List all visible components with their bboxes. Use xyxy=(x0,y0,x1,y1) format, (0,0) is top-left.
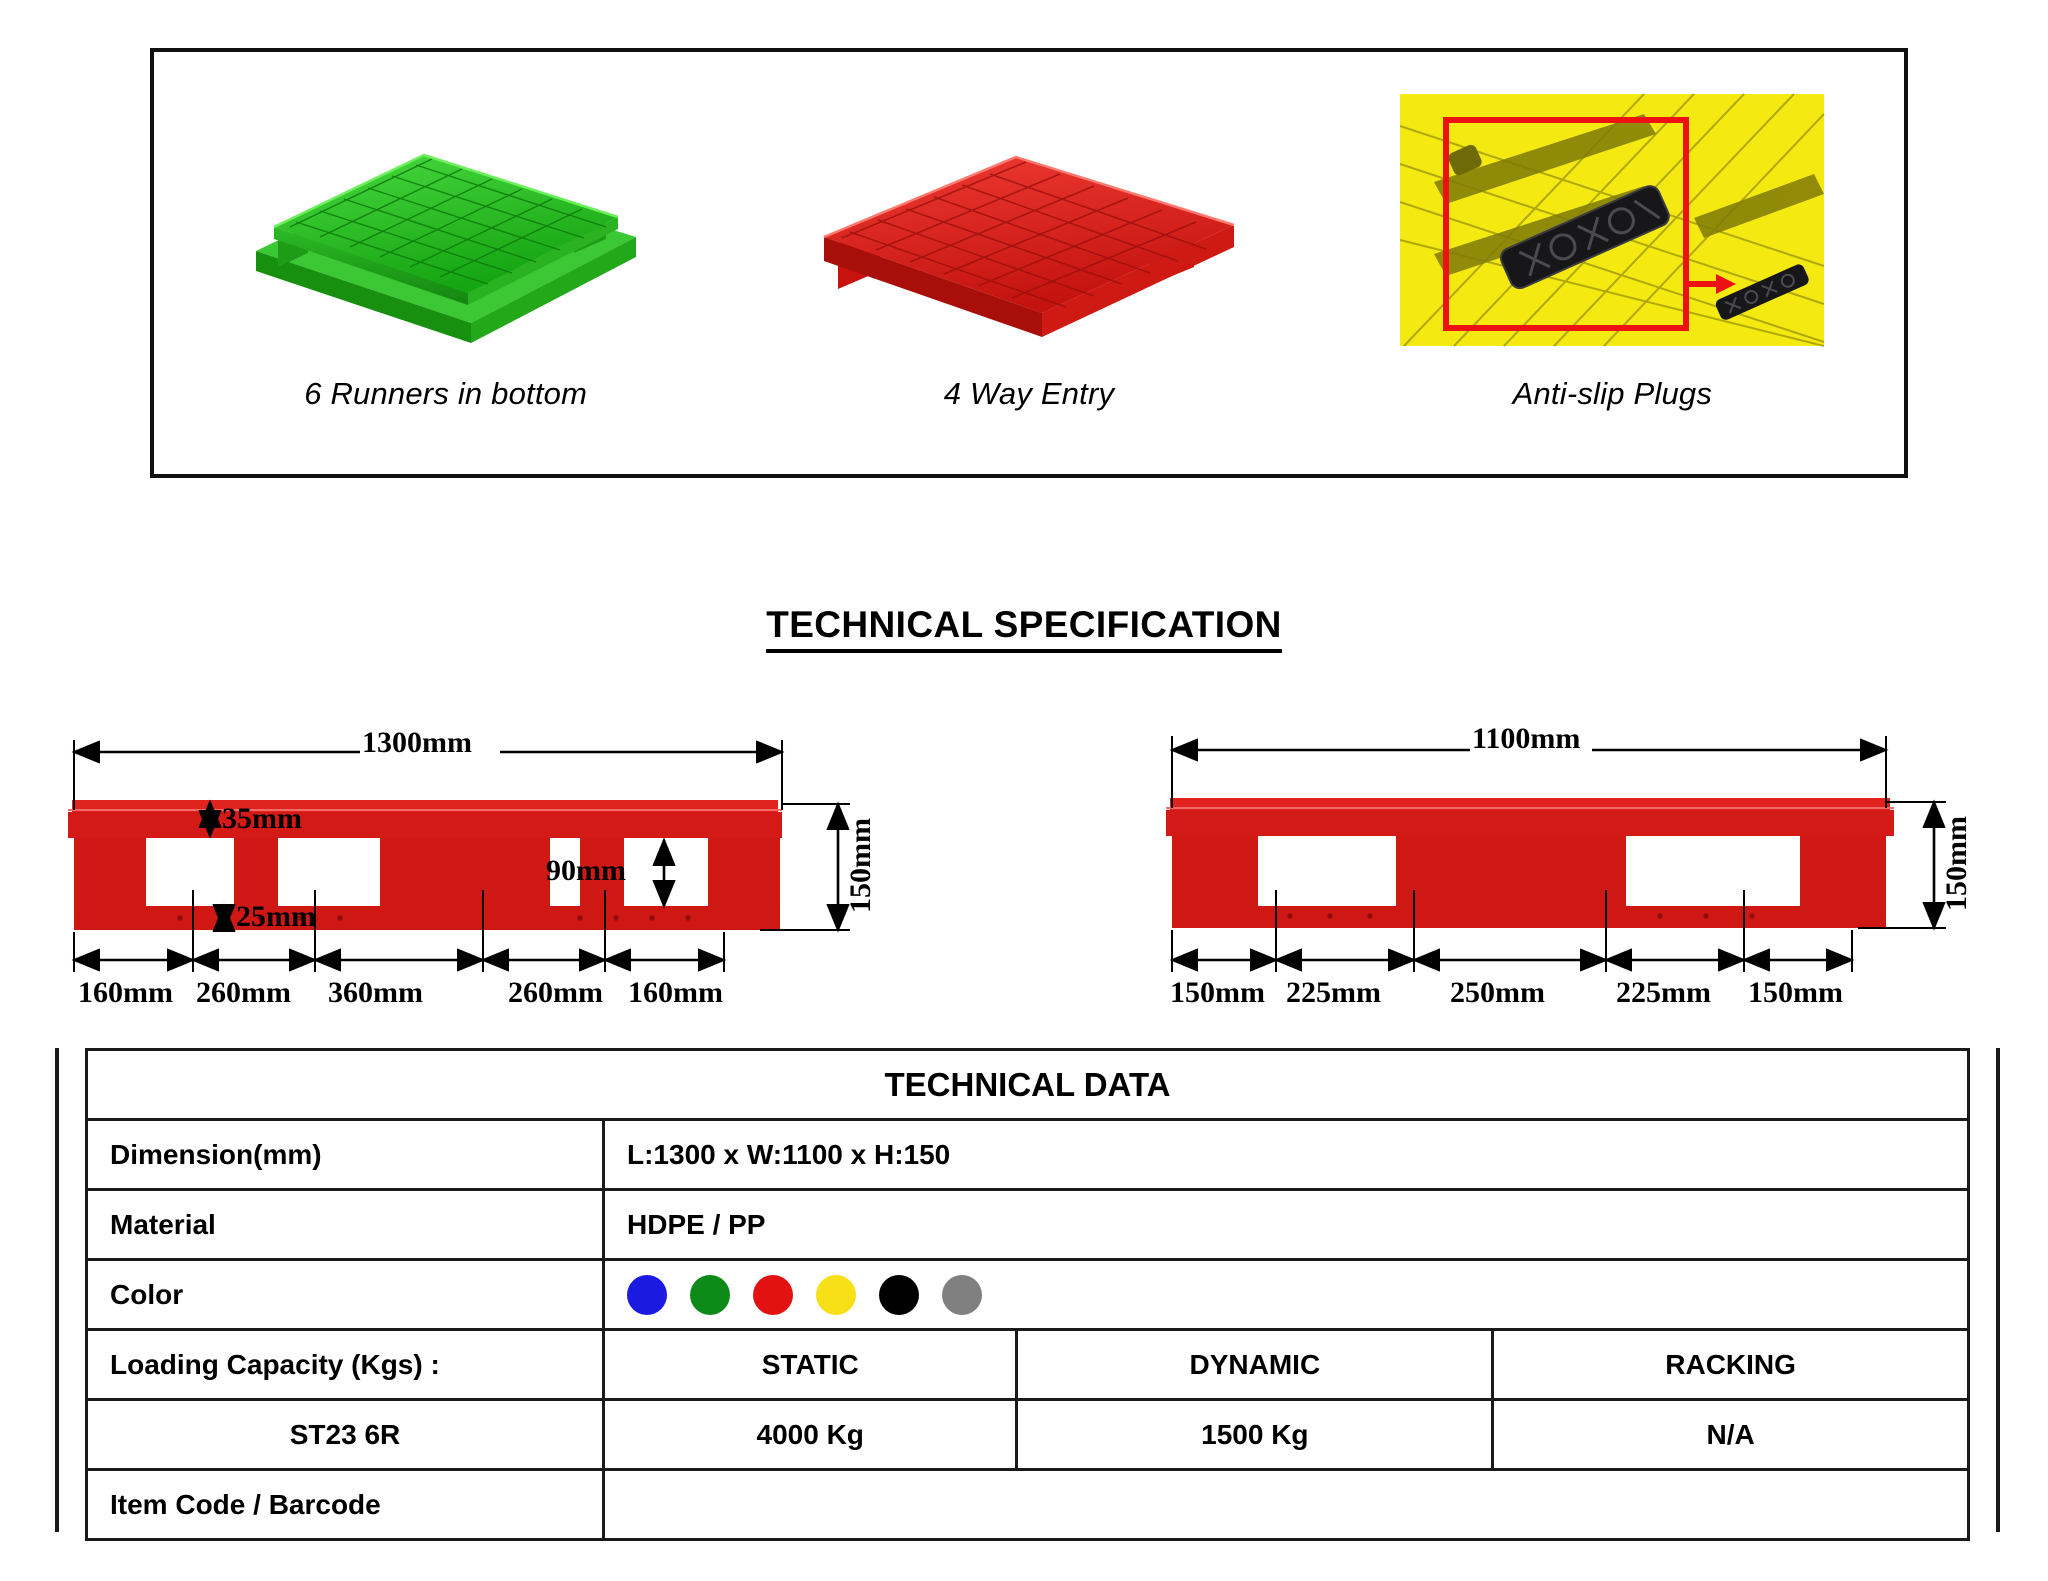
green-pallet-iso-icon xyxy=(154,70,737,370)
spec-heading-text: TECHNICAL SPECIFICATION xyxy=(766,604,1282,653)
dim-seg-3: 360mm xyxy=(328,976,423,1009)
color-swatch-black xyxy=(879,1274,919,1315)
model-label: ST23 6R xyxy=(85,1398,605,1471)
table-outer-right-rule xyxy=(1996,1048,2000,1532)
dim-wseg-1: 150mm xyxy=(1170,976,1265,1009)
color-swatch-yellow xyxy=(816,1274,856,1315)
dim-seg-5: 160mm xyxy=(628,976,723,1009)
racking-value: N/A xyxy=(1491,1398,1970,1471)
page-section-title: TECHNICAL SPECIFICATION xyxy=(0,604,2048,653)
dimension-value: L:1300 x W:1100 x H:150 xyxy=(602,1118,1970,1191)
dim-seg-2: 260mm xyxy=(196,976,291,1009)
yellow-pallet-plug-closeup-icon xyxy=(1321,70,1904,370)
dim-wseg-4: 225mm xyxy=(1616,976,1711,1009)
technical-data-section: TECHNICAL DATA Dimension(mm) L:1300 x W:… xyxy=(55,1048,2000,1541)
item-code-value[interactable] xyxy=(602,1468,1970,1541)
table-row-material: Material HDPE / PP xyxy=(85,1188,1970,1261)
feature-caption: 4 Way Entry xyxy=(943,376,1115,411)
dim-wseg-5: 150mm xyxy=(1748,976,1843,1009)
material-label: Material xyxy=(85,1188,605,1261)
table-row-item-code: Item Code / Barcode xyxy=(85,1468,1970,1541)
feature-cell-entry: 4 Way Entry xyxy=(737,52,1320,474)
table-row-color: Color xyxy=(85,1258,1970,1331)
table-row-dimension: Dimension(mm) L:1300 x W:1100 x H:150 xyxy=(85,1118,1970,1191)
table-outer-left-rule xyxy=(55,1048,59,1532)
red-pallet-iso-icon xyxy=(737,70,1320,370)
dim-seg-1: 160mm xyxy=(78,976,173,1009)
dynamic-header: DYNAMIC xyxy=(1015,1328,1495,1401)
dynamic-value: 1500 Kg xyxy=(1015,1398,1495,1471)
color-swatch-green xyxy=(690,1274,730,1315)
dim-height-right: 150mm xyxy=(1940,816,1973,911)
table-row-loading-values: ST23 6R 4000 Kg 1500 Kg N/A xyxy=(85,1398,1970,1471)
item-code-label: Item Code / Barcode xyxy=(85,1468,605,1541)
feature-caption: 6 Runners in bottom xyxy=(304,376,588,411)
dim-opening-height: 90mm xyxy=(546,854,626,887)
technical-data-title: TECHNICAL DATA xyxy=(85,1048,1970,1121)
dimension-label: Dimension(mm) xyxy=(85,1118,605,1191)
dim-runner-thickness: 25mm xyxy=(236,900,316,933)
feature-caption: Anti-slip Plugs xyxy=(1512,376,1713,411)
material-value: HDPE / PP xyxy=(602,1188,1970,1261)
static-header: STATIC xyxy=(601,1328,1019,1401)
table-row-loading-headers: Loading Capacity (Kgs) : STATIC DYNAMIC … xyxy=(85,1328,1970,1401)
drawing-length-view: 1300mm 150mm 35mm 25mm 90mm 160mm 260mm … xyxy=(60,710,1070,1040)
color-swatch-row xyxy=(627,1274,1945,1315)
racking-header: RACKING xyxy=(1491,1328,1970,1401)
dim-deck-thickness: 35mm xyxy=(222,802,302,835)
feature-cell-antislip: Anti-slip Plugs xyxy=(1321,52,1904,474)
color-swatch-red xyxy=(753,1274,793,1315)
color-label: Color xyxy=(85,1258,605,1331)
dim-wseg-3: 250mm xyxy=(1450,976,1545,1009)
dim-overall-length: 1300mm xyxy=(362,726,472,759)
feature-cell-runners: 6 Runners in bottom xyxy=(154,52,737,474)
dim-seg-4: 260mm xyxy=(508,976,603,1009)
static-value: 4000 Kg xyxy=(601,1398,1019,1471)
loading-capacity-label: Loading Capacity (Kgs) : xyxy=(85,1328,605,1401)
color-swatch-blue xyxy=(627,1274,667,1315)
dim-height-left: 150mm xyxy=(844,818,877,913)
dim-wseg-2: 225mm xyxy=(1286,976,1381,1009)
dim-overall-width: 1100mm xyxy=(1472,722,1581,755)
color-value xyxy=(602,1258,1970,1331)
color-swatch-grey xyxy=(942,1274,982,1315)
table-row-title: TECHNICAL DATA xyxy=(85,1048,1970,1121)
feature-images-panel: 6 Runners in bottom xyxy=(150,48,1908,478)
drawing-width-view: 1100mm 150mm 150mm 225mm 250mm 225mm 150… xyxy=(1140,710,2020,1040)
technical-data-table: TECHNICAL DATA Dimension(mm) L:1300 x W:… xyxy=(85,1048,1970,1541)
